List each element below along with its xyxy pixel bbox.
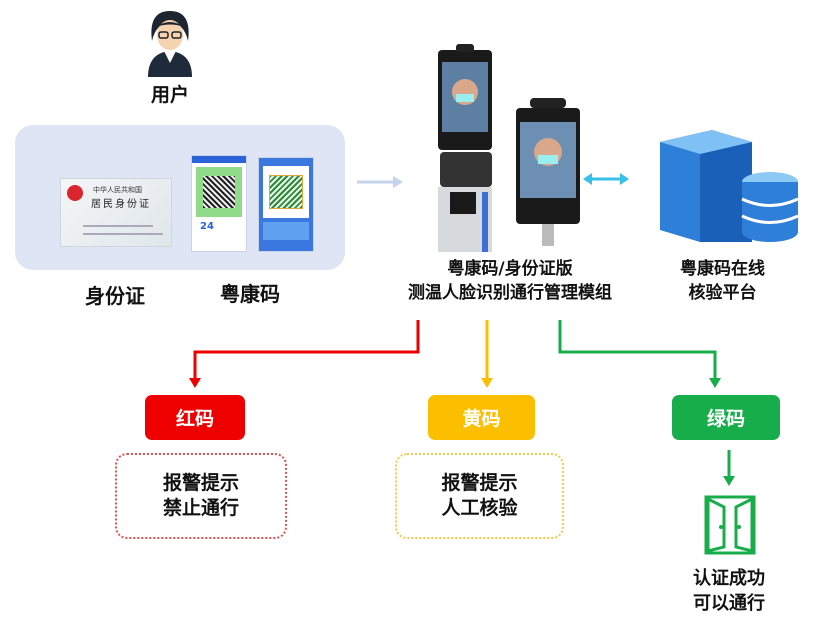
- green-action-text: 认证成功 可以通行: [680, 566, 778, 616]
- user-label: 用户: [150, 84, 189, 106]
- green-action-line1: 认证成功: [693, 568, 765, 589]
- yellow-code-badge: 黄码: [428, 395, 535, 440]
- arrow-right-icon: [357, 176, 403, 188]
- red-action-line1: 报警提示: [162, 472, 239, 494]
- qr-code-icon: [269, 175, 303, 209]
- green-action-line2: 可以通行: [693, 593, 765, 614]
- red-action-box: 报警提示 禁止通行: [115, 453, 287, 539]
- device-title: 粤康码/身份证版 测温人脸识别通行管理模组: [380, 257, 640, 305]
- platform-title-line2: 核验平台: [688, 283, 757, 303]
- id-card-label: 身份证: [85, 284, 145, 308]
- red-code-badge: 红码: [145, 395, 245, 440]
- red-action-line2: 禁止通行: [162, 497, 239, 519]
- yellow-action-line1: 报警提示: [441, 472, 518, 494]
- face-recognition-terminal-icon: [438, 44, 580, 252]
- health-code-phone-2: [258, 157, 314, 252]
- red-connector: [193, 320, 420, 380]
- emblem-icon: [67, 185, 83, 201]
- health-code-phone-1: 24: [191, 155, 247, 252]
- green-code-badge: 绿码: [672, 395, 780, 440]
- card-title-1: 中华人民共和国: [93, 186, 142, 194]
- platform-title-line1: 粤康码在线: [680, 259, 765, 279]
- yellow-action-line2: 人工核验: [441, 497, 518, 519]
- card-title-2: 居民身份证: [91, 199, 151, 210]
- green-connector: [558, 320, 717, 380]
- platform-title: 粤康码在线 核验平台: [665, 257, 780, 305]
- double-arrow-icon: [583, 173, 629, 185]
- open-door-icon: [704, 495, 756, 555]
- device-title-line1: 粤康码/身份证版: [447, 259, 573, 279]
- health-code-label: 粤康码: [220, 282, 280, 306]
- user-avatar-icon: [148, 11, 192, 77]
- qr-code-icon: [203, 176, 235, 208]
- yellow-action-box: 报警提示 人工核验: [395, 453, 564, 539]
- phone-number: 24: [200, 221, 214, 232]
- device-title-line2: 测温人脸识别通行管理模组: [408, 283, 612, 303]
- server-database-icon: [660, 130, 799, 242]
- id-card-image: 中华人民共和国 居民身份证: [60, 178, 172, 247]
